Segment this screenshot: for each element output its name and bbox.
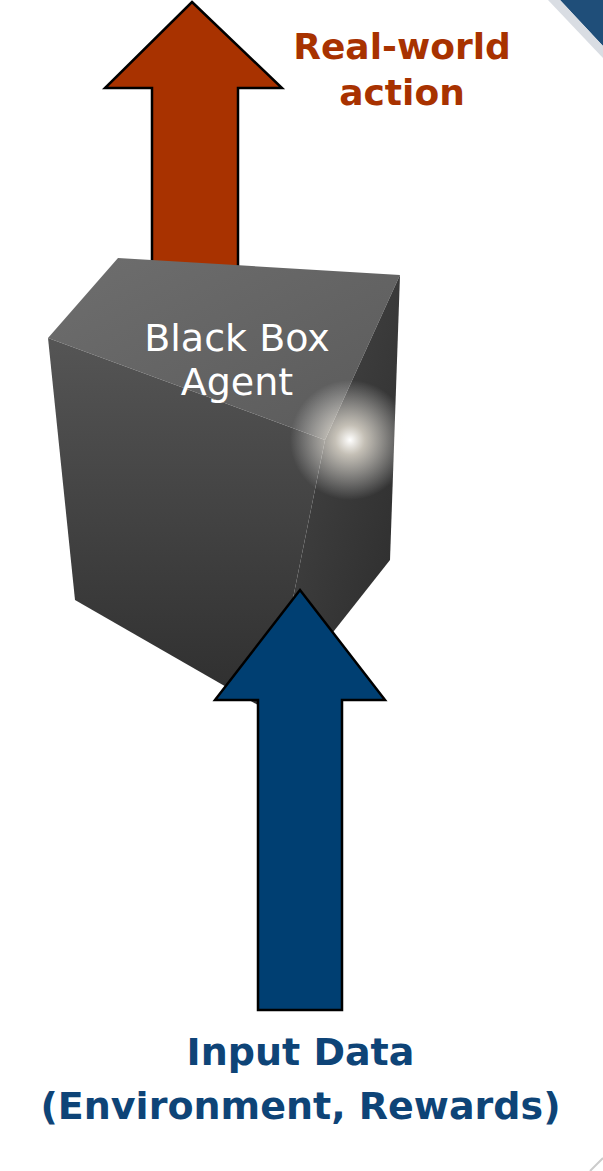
cube-highlight	[290, 380, 405, 500]
node-label: Black Box Agent	[117, 316, 357, 404]
output-label: Real-world action	[272, 24, 532, 116]
agent-cube: Black Box Agent	[40, 250, 405, 720]
input-label: Input Data (Environment, Rewards)	[33, 1025, 568, 1133]
corner-decoration	[590, 1158, 603, 1171]
corner-decoration	[548, 0, 603, 58]
